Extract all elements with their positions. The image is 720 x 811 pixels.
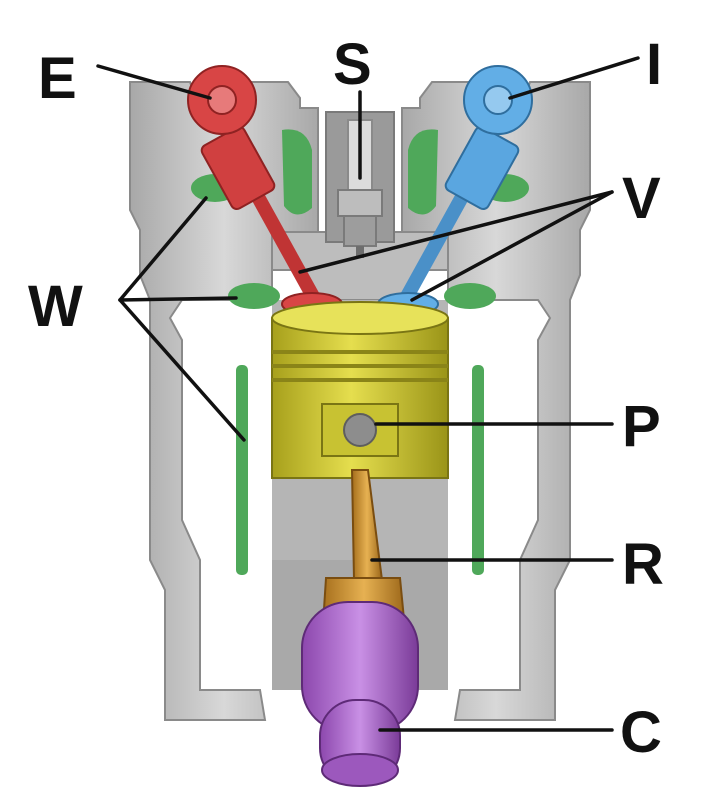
leader-w-lower xyxy=(118,298,246,442)
label-i: I xyxy=(646,32,662,97)
water-jacket-port-right xyxy=(444,283,496,309)
label-s: S xyxy=(333,32,372,97)
leader-w-middle xyxy=(118,296,238,302)
spark-plug-electrode xyxy=(356,246,364,258)
water-jacket-head-left xyxy=(282,129,312,215)
water-jacket-head-right xyxy=(408,129,438,215)
intake-valve-spring xyxy=(444,126,520,210)
spark-plug-hex xyxy=(337,189,383,217)
label-e: E xyxy=(38,46,77,111)
leader-v-exhaust xyxy=(298,190,614,274)
exhaust-rocker-pivot xyxy=(207,85,237,115)
exhaust-valve-spring xyxy=(200,126,276,210)
intake-rocker-pivot xyxy=(483,85,513,115)
spark-plug-thread xyxy=(343,215,377,247)
water-jacket-port-left xyxy=(228,283,280,309)
piston-pin-boss xyxy=(321,403,399,457)
piston-crown xyxy=(271,301,449,335)
crank-journal-end xyxy=(321,753,399,787)
leader-i xyxy=(508,56,640,100)
leader-v-intake xyxy=(410,190,614,302)
crankshaft xyxy=(301,601,419,787)
label-w: W xyxy=(28,274,83,339)
label-r: R xyxy=(622,532,664,597)
water-jacket-wall-right xyxy=(472,365,484,575)
water-jacket-wall-left xyxy=(236,365,248,575)
label-v: V xyxy=(622,166,661,231)
piston xyxy=(271,301,449,479)
label-c: C xyxy=(620,700,662,765)
piston-pin xyxy=(343,413,377,447)
leader-lines xyxy=(96,56,640,732)
labels: E S I V W P R C xyxy=(28,32,664,765)
leader-w-upper xyxy=(118,196,208,302)
leader-e xyxy=(96,64,212,100)
label-p: P xyxy=(622,394,661,459)
